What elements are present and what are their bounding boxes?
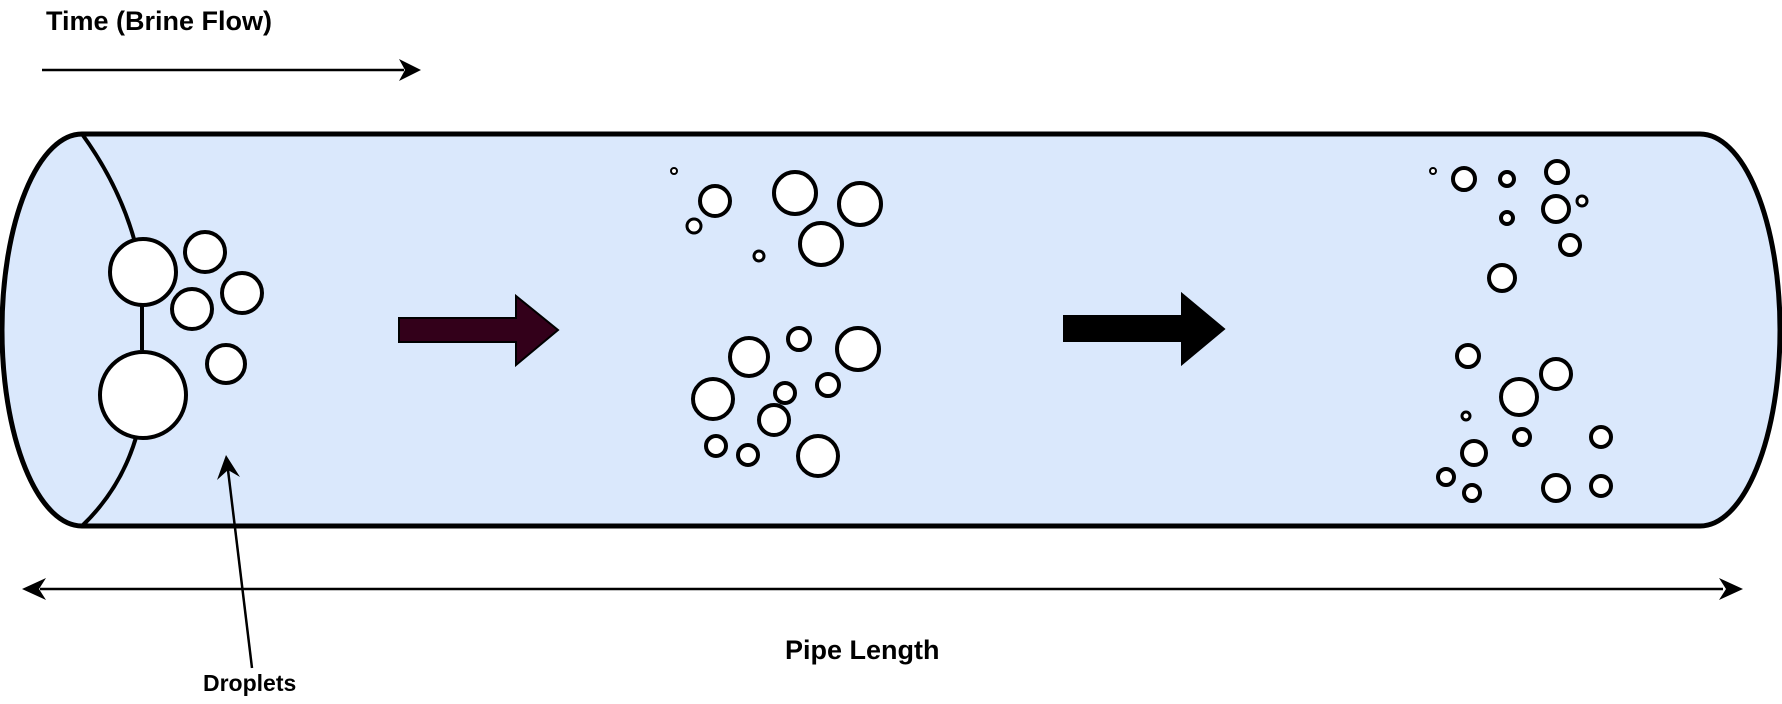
droplet (183, 230, 227, 274)
stage-arrow-1 (398, 293, 560, 368)
droplet (1541, 473, 1571, 503)
droplet (1544, 159, 1570, 185)
droplet (752, 249, 766, 263)
droplet (1498, 170, 1516, 188)
droplet (220, 271, 264, 315)
droplet (1436, 467, 1456, 487)
droplet (796, 434, 840, 478)
droplet (1499, 377, 1539, 417)
droplet (1487, 263, 1517, 293)
pipe (0, 131, 1782, 529)
right-droplets-upper (1429, 159, 1589, 293)
droplet (757, 403, 791, 437)
droplet (698, 184, 732, 218)
middle-droplets-upper (670, 167, 883, 267)
droplet (1460, 410, 1472, 422)
droplet (1539, 357, 1573, 391)
droplet (1558, 233, 1582, 257)
droplet (1451, 166, 1477, 192)
inlet-droplets (98, 230, 264, 440)
droplet (685, 217, 703, 235)
droplet (815, 372, 841, 398)
droplets-label: Droplets (203, 670, 297, 696)
droplet (837, 181, 883, 227)
droplet (1589, 425, 1613, 449)
droplet (170, 287, 214, 331)
droplet (704, 434, 728, 458)
pipe-length-label: Pipe Length (785, 635, 940, 665)
middle-droplets-lower (691, 326, 881, 478)
droplets-pointer-arrow (217, 455, 254, 669)
droplet (108, 237, 178, 307)
droplet (1541, 194, 1571, 224)
pipe-body (0, 131, 1782, 529)
droplet (1589, 474, 1613, 498)
right-droplets-lower (1436, 343, 1613, 503)
time-label: Time (Brine Flow) (46, 6, 273, 36)
droplet (1499, 210, 1515, 226)
droplet (205, 343, 247, 385)
droplet (798, 221, 844, 267)
droplet (1575, 194, 1589, 208)
droplet (1462, 483, 1482, 503)
droplet (728, 336, 770, 378)
droplet (1512, 427, 1532, 447)
droplet (786, 326, 812, 352)
droplet (98, 350, 188, 440)
stage-arrow-2 (1063, 291, 1226, 367)
pipe-length-arrow (22, 578, 1743, 600)
droplet (1455, 343, 1481, 369)
droplet (736, 443, 760, 467)
droplet (670, 167, 678, 175)
droplet (1460, 439, 1488, 467)
droplet (691, 377, 735, 421)
droplet (1429, 167, 1437, 175)
time-arrow (42, 59, 421, 81)
droplet (773, 381, 797, 405)
droplet (835, 326, 881, 372)
droplet (772, 170, 818, 216)
